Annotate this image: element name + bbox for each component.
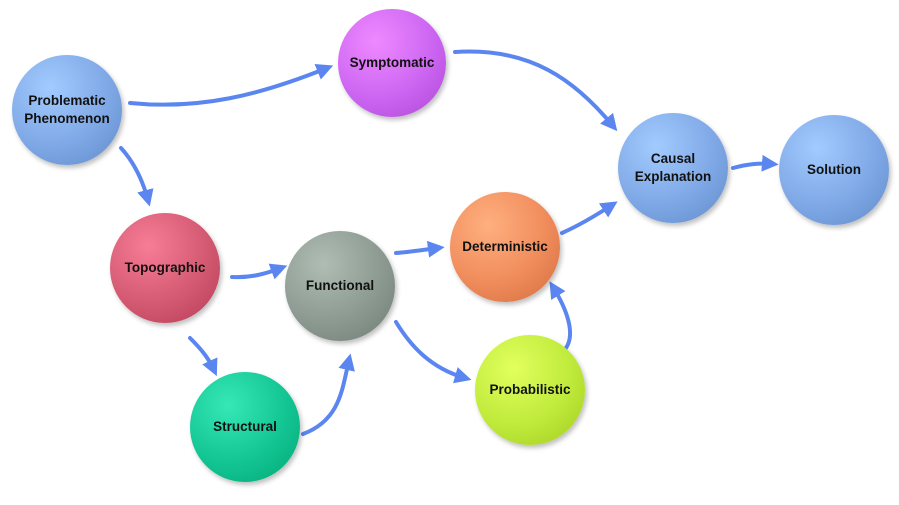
- edge-problematic-to-topographic: [119, 146, 154, 207]
- edge-probabilistic-to-deterministic: [549, 281, 572, 350]
- edge-causal-to-solution: [731, 154, 779, 172]
- node-structural: Structural: [190, 372, 300, 482]
- node-label: Structural: [213, 419, 277, 434]
- node-solution: Solution: [779, 115, 889, 225]
- node-problematic-phenomenon: Problematic Phenomenon: [12, 55, 122, 165]
- node-label: Symptomatic: [349, 55, 435, 70]
- node-topographic: Topographic: [110, 213, 220, 323]
- edge-deterministic-to-causal: [560, 201, 618, 235]
- node-label: Topographic: [124, 260, 206, 275]
- edge-functional-to-deterministic: [394, 240, 445, 258]
- node-probabilistic: Probabilistic: [475, 335, 585, 445]
- node-deterministic: Deterministic: [450, 192, 560, 302]
- node-label: Solution: [807, 162, 861, 177]
- node-label: Deterministic: [462, 239, 548, 254]
- node-label: Problematic Phenomenon: [24, 93, 110, 126]
- node-symptomatic: Symptomatic: [338, 9, 446, 117]
- node-label: Causal Explanation: [634, 151, 712, 184]
- node-label: Functional: [305, 278, 375, 293]
- edge-topographic-to-structural: [188, 336, 218, 377]
- node-label: Probabilistic: [489, 382, 571, 397]
- edge-functional-to-probabilistic: [394, 320, 472, 384]
- edge-structural-to-functional: [301, 353, 355, 436]
- node-causal-explanation: Causal Explanation: [618, 113, 728, 223]
- node-functional: Functional: [285, 231, 395, 341]
- edge-problematic-to-symptomatic: [128, 63, 334, 107]
- edge-topographic-to-functional: [230, 263, 288, 280]
- edge-symptomatic-to-causal: [453, 49, 618, 132]
